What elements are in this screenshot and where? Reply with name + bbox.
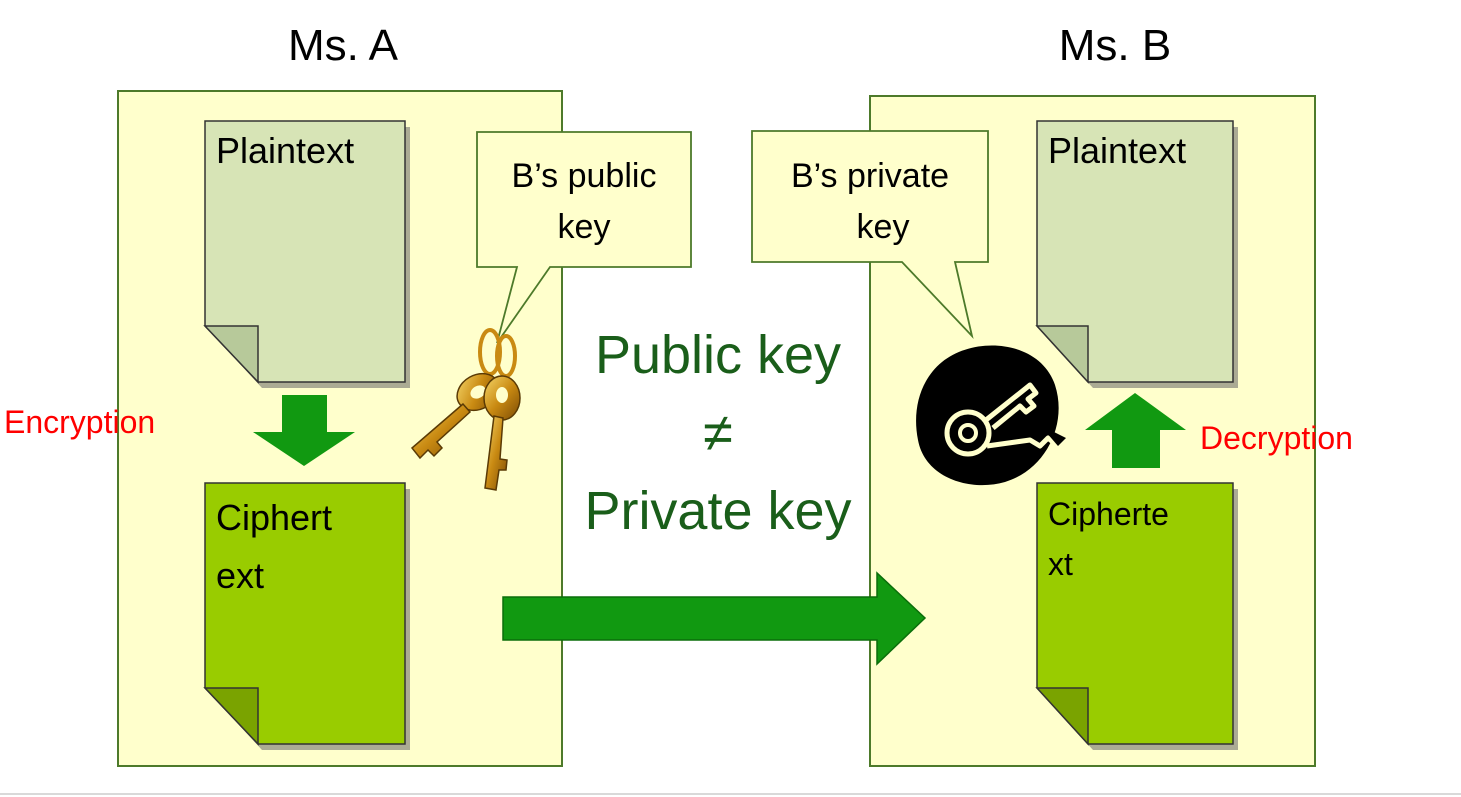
b-ciphertext-label-line2: xt bbox=[1048, 546, 1073, 582]
a-ciphertext-label-line1: Ciphert bbox=[216, 497, 332, 538]
b-plaintext-label: Plaintext bbox=[1048, 130, 1186, 171]
center-text-private-key: Private key bbox=[584, 481, 851, 541]
a-plaintext-document: Plaintext bbox=[203, 120, 410, 388]
public-key-callout: B’s public key bbox=[476, 131, 692, 344]
decryption-label: Decryption bbox=[1200, 420, 1353, 456]
a-ciphertext-document: Ciphert ext bbox=[203, 482, 410, 750]
public-key-callout-line1: B’s public bbox=[512, 157, 657, 195]
center-text-not-equal: ≠ bbox=[703, 403, 733, 463]
b-ciphertext-document: Cipherte xt bbox=[1035, 482, 1238, 750]
encryption-label: Encryption bbox=[4, 404, 155, 440]
keys-icon bbox=[410, 328, 521, 491]
private-key-callout: B’s private key bbox=[751, 130, 989, 340]
private-key-icon bbox=[916, 345, 1068, 486]
public-key-callout-line2: key bbox=[558, 208, 611, 246]
ms-a-title: Ms. A bbox=[288, 21, 399, 70]
encryption-arrow-icon bbox=[253, 395, 355, 466]
b-plaintext-document: Plaintext bbox=[1035, 120, 1238, 388]
a-plaintext-label: Plaintext bbox=[216, 130, 354, 171]
a-ciphertext-label-line2: ext bbox=[216, 555, 264, 596]
bottom-divider bbox=[0, 793, 1461, 795]
ms-b-title: Ms. B bbox=[1059, 21, 1171, 70]
b-ciphertext-label-line1: Cipherte bbox=[1048, 496, 1169, 532]
transmission-arrow-icon bbox=[502, 571, 927, 666]
private-key-callout-line1: B’s private bbox=[791, 157, 949, 195]
private-key-callout-line2: key bbox=[857, 208, 910, 246]
center-text-public-key: Public key bbox=[595, 325, 841, 385]
decryption-arrow-icon bbox=[1085, 393, 1186, 468]
